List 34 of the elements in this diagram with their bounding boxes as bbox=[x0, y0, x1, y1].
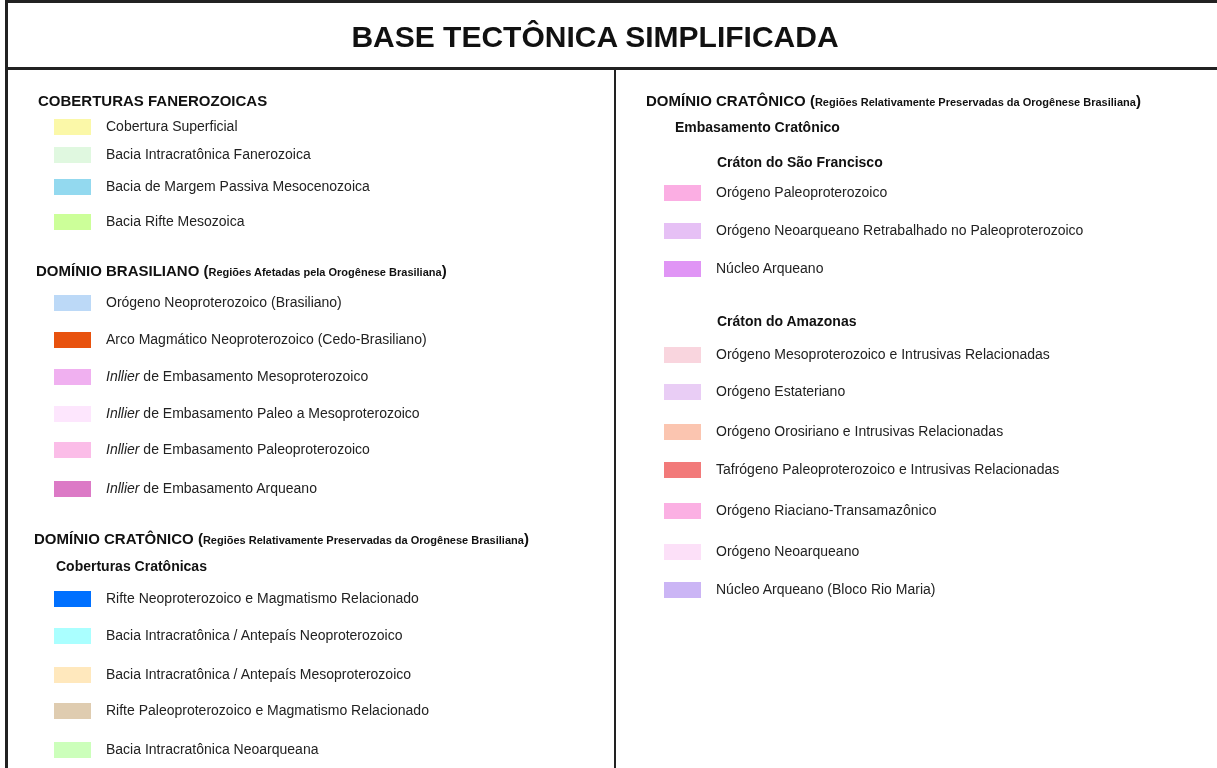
subsection-heading: Embasamento Cratônico bbox=[675, 119, 840, 135]
subsection-heading: Coberturas Cratônicas bbox=[56, 558, 207, 574]
legend-label: Inllier de Embasamento Mesoproterozoico bbox=[106, 368, 369, 384]
legend-label: Rifte Neoproterozoico e Magmatismo Relacionado bbox=[106, 590, 419, 606]
legend-label: Bacia Rifte Mesozoica bbox=[106, 213, 245, 229]
legend-label: Núcleo Arqueano (Bloco Rio Maria) bbox=[716, 581, 936, 597]
legend-label: Inllier de Embasamento Paleoproterozoico bbox=[106, 441, 370, 457]
legend-label: Rifte Paleoproterozoico e Magmatismo Relacionado bbox=[106, 702, 429, 718]
section-heading: DOMÍNIO CRATÔNICO (Regiões Relativamente Preservadas da Orogênese Brasiliana) bbox=[34, 530, 529, 547]
title: BASE TECTÔNICA SIMPLIFICADA bbox=[350, 20, 840, 54]
legend-label: Arco Magmático Neoproterozoico (Cedo-Brasiliano) bbox=[106, 331, 427, 347]
legend-label: Orógeno Neoarqueano bbox=[716, 543, 860, 559]
legend-label: Bacia Intracratônica Fanerozoica bbox=[106, 146, 311, 162]
legend-label: Orógeno Neoproterozoico (Brasiliano) bbox=[106, 294, 342, 310]
legend-label: Bacia de Margem Passiva Mesocenozoica bbox=[106, 178, 370, 194]
legend-label: Orógeno Paleoproterozoico bbox=[716, 184, 888, 200]
legend-label: Núcleo Arqueano bbox=[716, 260, 824, 276]
section-heading: DOMÍNIO BRASILIANO (Regiões Afetadas pela Orogênese Brasiliana) bbox=[36, 262, 447, 279]
legend-label: Cobertura Superficial bbox=[106, 118, 238, 134]
legend-label: Orógeno Neoarqueano Retrabalhado no Paleoproterozoico bbox=[716, 222, 1084, 238]
subsection-heading: Cráton do São Francisco bbox=[717, 154, 883, 170]
subsection-heading: Cráton do Amazonas bbox=[717, 313, 857, 329]
legend-label: Tafrógeno Paleoproterozoico e Intrusivas Relacionadas bbox=[716, 461, 1060, 477]
legend-label: Orógeno Riaciano-Transamazônico bbox=[716, 502, 937, 518]
section-heading: DOMÍNIO CRATÔNICO (Regiões Relativamente Preservadas da Orogênese Brasiliana) bbox=[646, 92, 1141, 109]
legend-label: Orógeno Orosiriano e Intrusivas Relacionadas bbox=[716, 423, 1004, 439]
legend-label: Inllier de Embasamento Paleo a Mesoproterozoico bbox=[106, 405, 420, 421]
section-heading: COBERTURAS FANEROZOICAS bbox=[38, 92, 268, 109]
legend-label: Bacia Intracratônica Neoarqueana bbox=[106, 741, 319, 757]
legend-label: Inllier de Embasamento Arqueano bbox=[106, 480, 317, 496]
legend-label: Orógeno Estateriano bbox=[716, 383, 846, 399]
legend-label: Bacia Intracratônica / Antepaís Neoproterozoico bbox=[106, 627, 403, 643]
legend-label: Orógeno Mesoproterozoico e Intrusivas Relacionadas bbox=[716, 346, 1050, 362]
legend-label: Bacia Intracratônica / Antepaís Mesoproterozoico bbox=[106, 666, 412, 682]
